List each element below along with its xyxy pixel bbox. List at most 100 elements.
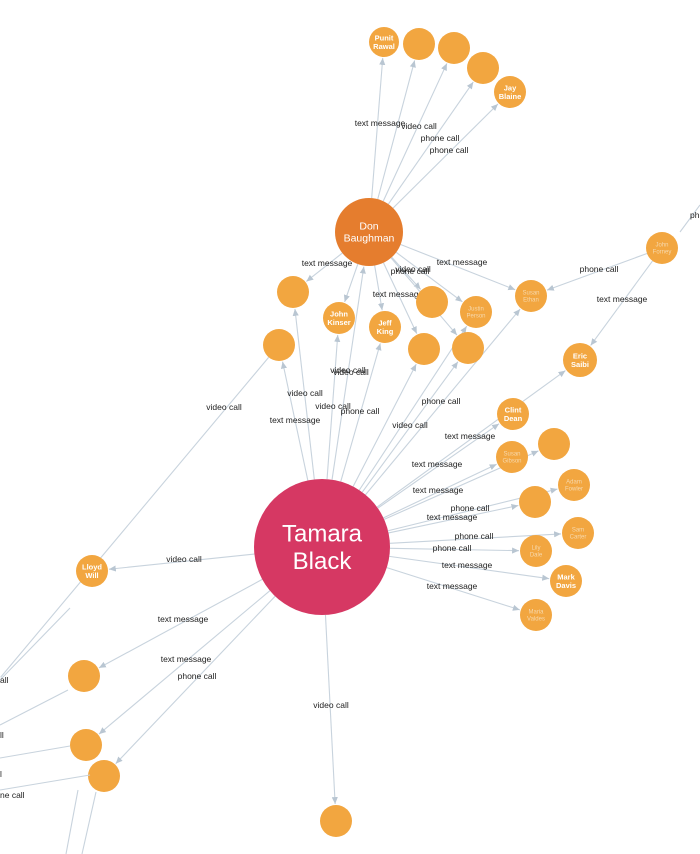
- edge-tamara-eric: [376, 370, 566, 508]
- node-label: Lily: [531, 546, 540, 552]
- node-n_left2[interactable]: [263, 329, 295, 361]
- node-label: Susan: [503, 452, 520, 458]
- edge-don-mid1: [391, 256, 422, 290]
- edge-tamara-right6: [389, 547, 520, 554]
- node-circle: [497, 398, 529, 430]
- node-mid2[interactable]: [408, 333, 440, 365]
- edge-label: text message: [427, 581, 478, 591]
- edge-don-top2: [377, 60, 416, 200]
- node-label: Person: [466, 314, 485, 320]
- node-label: Valdes: [527, 617, 545, 623]
- edge-tamara-bl1: [98, 578, 263, 669]
- edge-don-jay: [392, 103, 499, 209]
- edge-label: video call: [313, 700, 349, 710]
- node-bl2[interactable]: [70, 729, 102, 761]
- node-top2[interactable]: [403, 28, 435, 60]
- edge-label: video call: [333, 367, 369, 377]
- node-top3[interactable]: [438, 32, 470, 64]
- node-bottom[interactable]: [320, 805, 352, 837]
- node-mid1[interactable]: [416, 286, 448, 318]
- node-right2[interactable]: [538, 428, 570, 460]
- node-circle: [320, 805, 352, 837]
- node-label: Forney: [653, 250, 672, 256]
- node-circle: [403, 28, 435, 60]
- edge-tamara-susan: [365, 308, 521, 496]
- node-circle: [550, 565, 582, 597]
- edge-label: phone call: [391, 266, 430, 276]
- node-label: Tamara: [282, 521, 363, 548]
- node-label: John: [330, 309, 348, 318]
- offscreen-edge: [65, 789, 79, 854]
- offscreen-edge: [0, 689, 69, 726]
- offscreen-edge-label: all: [0, 675, 9, 685]
- node-circle: [515, 280, 547, 312]
- node-bl3[interactable]: [88, 760, 120, 792]
- node-circle: [408, 333, 440, 365]
- edge-tamara-maria: [386, 567, 520, 611]
- node-bl1[interactable]: [68, 660, 100, 692]
- edge-label: text message: [158, 614, 209, 624]
- node-circle: [558, 469, 590, 501]
- edge-label: text message: [412, 459, 463, 469]
- edge-don-johnk: [343, 263, 359, 303]
- edge-don-jeff: [374, 265, 385, 311]
- node-label: Eric: [573, 351, 587, 360]
- edge-don-susan: [400, 243, 516, 291]
- node-right3[interactable]: [519, 486, 551, 518]
- node-mid3[interactable]: [452, 332, 484, 364]
- node-circle: [460, 296, 492, 328]
- node-circle: [563, 343, 597, 377]
- node-label: Fowler: [565, 487, 583, 493]
- edge-tamara-lloyd: [108, 553, 255, 572]
- offscreen-edge-label: ne call: [0, 790, 25, 800]
- offscreen-edge: [0, 607, 71, 681]
- edge-tamara-right3: [388, 503, 519, 534]
- edge-label: phone call: [451, 503, 490, 513]
- edge-label: text message: [355, 118, 406, 128]
- node-label: Susan: [522, 291, 539, 297]
- edge-label: text message: [597, 294, 648, 304]
- node-label: Sam: [572, 528, 584, 534]
- edge-tamara-mark: [389, 555, 550, 581]
- node-label: Will: [85, 571, 98, 580]
- node-label: John: [655, 243, 668, 249]
- edge-label: phone call: [580, 264, 619, 274]
- node-top4[interactable]: [467, 52, 499, 84]
- edge-tamara-bl2: [98, 590, 271, 735]
- edge-don-justin: [395, 251, 463, 303]
- edge-tamara-don: [331, 266, 366, 480]
- edge-n_left2-video_left_end: [0, 356, 270, 678]
- node-n_left1[interactable]: [277, 276, 309, 308]
- node-label: Ethan: [523, 298, 539, 304]
- node-circle: [416, 286, 448, 318]
- edge-don-punit: [371, 57, 386, 199]
- node-circle: [323, 302, 355, 334]
- node-circle: [538, 428, 570, 460]
- node-circle: [520, 599, 552, 631]
- node-circle: [494, 76, 526, 108]
- node-label: Punit: [375, 33, 394, 42]
- offscreen-edge-label: ph: [690, 210, 700, 220]
- node-circle: [438, 32, 470, 64]
- node-label: Don: [359, 221, 378, 233]
